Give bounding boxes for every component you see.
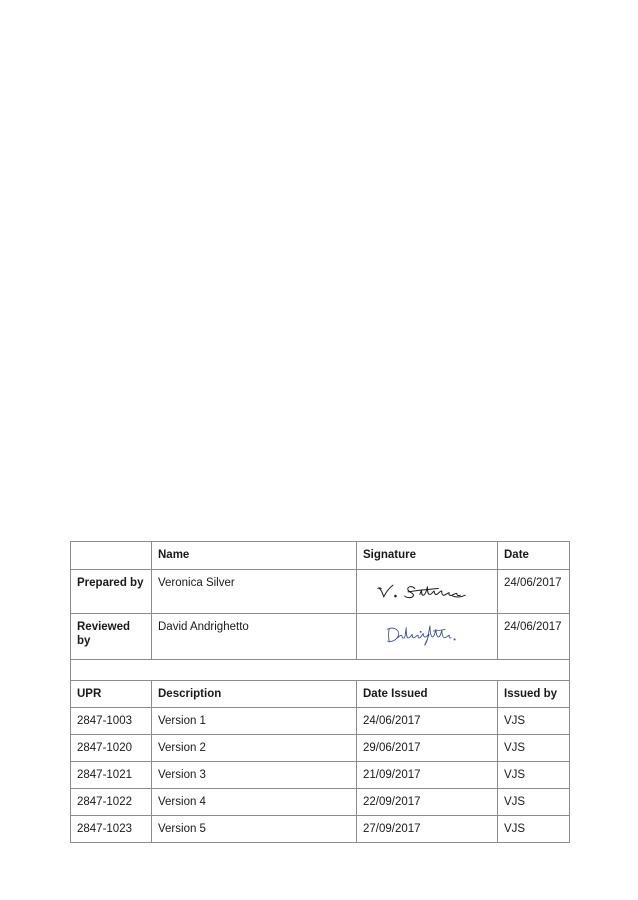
- description-cell: Version 4: [151, 788, 357, 816]
- issued-by-cell: VJS: [497, 788, 570, 816]
- issued-by-cell: VJS: [497, 707, 570, 735]
- version-header-row: UPR Description Date Issued Issued by: [70, 680, 570, 708]
- prepared-by-label: Prepared by: [70, 569, 152, 614]
- approval-header-row: Name Signature Date: [70, 541, 570, 570]
- upr-cell: 2847-1003: [70, 707, 152, 735]
- issued-by-cell: VJS: [497, 815, 570, 843]
- description-cell: Version 1: [151, 707, 357, 735]
- date-issued-cell: 21/09/2017: [356, 761, 498, 789]
- upr-cell: 2847-1021: [70, 761, 152, 789]
- date-issued-header: Date Issued: [356, 680, 498, 708]
- issued-by-header: Issued by: [497, 680, 570, 708]
- table-row: 2847-1023 Version 5 27/09/2017 VJS: [70, 815, 570, 843]
- description-cell: Version 3: [151, 761, 357, 789]
- issued-by-cell: VJS: [497, 761, 570, 789]
- prepared-by-signature: [356, 569, 498, 614]
- date-issued-cell: 29/06/2017: [356, 734, 498, 762]
- date-issued-cell: 27/09/2017: [356, 815, 498, 843]
- upr-cell: 2847-1022: [70, 788, 152, 816]
- prepared-by-row: Prepared by Veronica Silver: [70, 569, 570, 614]
- approval-header-empty: [70, 541, 152, 570]
- document-control-table: Name Signature Date Prepared by Veronica…: [70, 541, 570, 843]
- description-header: Description: [151, 680, 357, 708]
- upr-cell: 2847-1020: [70, 734, 152, 762]
- spacer-cell: [70, 659, 570, 681]
- table-row: 2847-1021 Version 3 21/09/2017 VJS: [70, 761, 570, 789]
- table-row: 2847-1022 Version 4 22/09/2017 VJS: [70, 788, 570, 816]
- prepared-by-date: 24/06/2017: [497, 569, 570, 614]
- upr-cell: 2847-1023: [70, 815, 152, 843]
- issued-by-cell: VJS: [497, 734, 570, 762]
- description-cell: Version 5: [151, 815, 357, 843]
- spacer-row: [70, 659, 570, 681]
- reviewed-by-row: Reviewed by David Andrighetto: [70, 613, 570, 660]
- prepared-by-name: Veronica Silver: [151, 569, 357, 614]
- upr-header: UPR: [70, 680, 152, 708]
- reviewed-by-date: 24/06/2017: [497, 613, 570, 660]
- name-header: Name: [151, 541, 357, 570]
- date-issued-cell: 24/06/2017: [356, 707, 498, 735]
- signature-header: Signature: [356, 541, 498, 570]
- reviewed-by-name: David Andrighetto: [151, 613, 357, 660]
- table-row: 2847-1003 Version 1 24/06/2017 VJS: [70, 707, 570, 735]
- reviewed-by-signature: [356, 613, 498, 660]
- signature-d-andrighetto: [387, 625, 456, 646]
- signature-v-silver: [377, 584, 466, 599]
- reviewed-by-label: Reviewed by: [70, 613, 152, 660]
- description-cell: Version 2: [151, 734, 357, 762]
- date-issued-cell: 22/09/2017: [356, 788, 498, 816]
- date-header: Date: [497, 541, 570, 570]
- table-row: 2847-1020 Version 2 29/06/2017 VJS: [70, 734, 570, 762]
